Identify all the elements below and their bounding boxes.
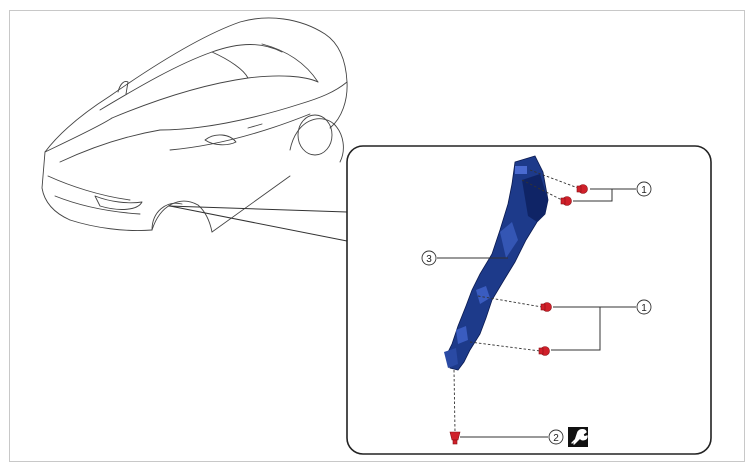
svg-text:1: 1: [641, 303, 647, 314]
callout-1-middle: 1: [636, 299, 652, 315]
detail-view-box: [346, 145, 712, 455]
fastener-clip-2: [560, 196, 572, 206]
fastener-clip-3: [540, 302, 552, 312]
fastener-clip-4: [538, 346, 550, 356]
callout-3: 3: [421, 250, 437, 266]
callout-leaders: [437, 188, 636, 438]
svg-text:3: 3: [426, 254, 432, 265]
bracket-part: [444, 155, 549, 371]
svg-text:1: 1: [641, 185, 647, 196]
callout-2: 2: [548, 429, 564, 445]
svg-text:2: 2: [553, 433, 559, 444]
zoom-leader-lines: [167, 205, 348, 242]
install-dash-lines: [453, 169, 579, 433]
fasteners: [449, 184, 588, 445]
wrench-icon: [568, 427, 588, 447]
fastener-clip-1: [576, 184, 588, 194]
fastener-bolt: [449, 431, 461, 445]
callout-1-top: 1: [636, 181, 652, 197]
vehicle-outline: [41, 17, 348, 233]
